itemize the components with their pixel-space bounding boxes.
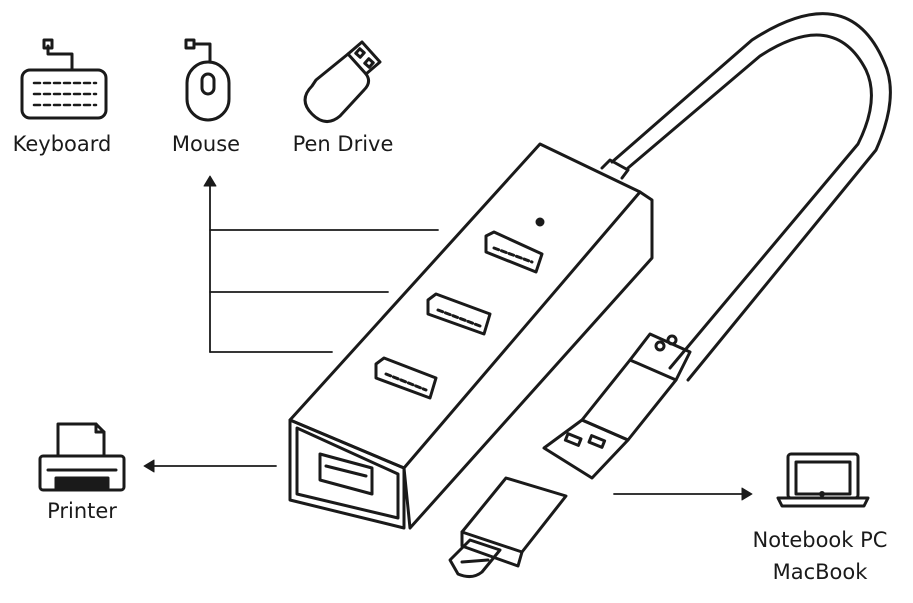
arrow-up-to-devices: [203, 175, 217, 187]
printer-label: Printer: [47, 499, 117, 523]
usb-port-front: [318, 452, 374, 496]
notebook-label: Notebook PC: [752, 528, 888, 552]
mouse-icon: [184, 38, 231, 122]
keyboard-icon: [20, 38, 108, 120]
keyboard-label: Keyboard: [12, 132, 112, 156]
usb-a-plug: [542, 332, 692, 480]
laptop-icon: [776, 452, 870, 508]
arrow-right-to-notebook: [741, 487, 753, 501]
usb-port-3: [374, 356, 438, 400]
arrow-left-to-printer: [143, 459, 155, 473]
pen-drive-label: Pen Drive: [292, 132, 394, 156]
usb-port-1: [484, 230, 544, 274]
usb-port-2: [426, 292, 492, 336]
usb-c-adapter: [448, 476, 568, 579]
usb-cable: [610, 12, 892, 382]
printer-icon: [38, 422, 126, 492]
mouse-label: Mouse: [171, 132, 241, 156]
leader-lines: [153, 185, 743, 495]
pen-drive-icon: [303, 40, 382, 123]
usb-hub-body: [288, 142, 654, 530]
macbook-label: MacBook: [772, 560, 868, 584]
